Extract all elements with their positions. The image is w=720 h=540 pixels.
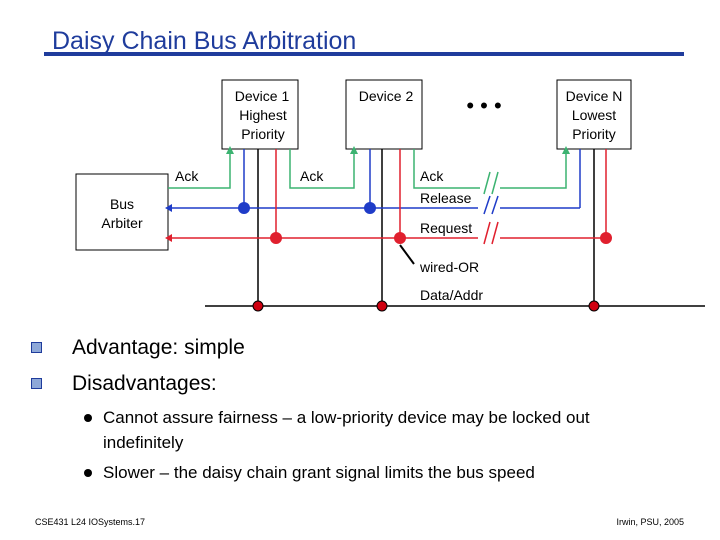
ack-arrow-2 <box>350 146 358 154</box>
request-break-marks <box>483 221 499 245</box>
request-node-1 <box>270 232 282 244</box>
release-break-marks <box>483 195 499 215</box>
ack-line-to-device-n <box>500 149 567 189</box>
ack-line-device-2-out <box>413 149 480 189</box>
ack-label-2: Ack <box>300 168 324 184</box>
footer-left: CSE431 L24 IOSystems.17 <box>35 517 146 527</box>
bus-node-n <box>588 300 600 312</box>
ack-line-device-1-to-device-2 <box>289 149 355 189</box>
ack-label-1: Ack <box>175 168 199 184</box>
device-1-box <box>221 79 299 150</box>
data-addr-label: Data/Addr <box>420 287 483 303</box>
ack-arrow-n <box>562 146 570 154</box>
bus-arbiter-box <box>75 173 169 251</box>
bullet-disadvantages: Disadvantages: <box>72 372 217 395</box>
device-n-label: Device N <box>566 88 623 104</box>
bullet-square-icon <box>31 378 42 389</box>
title-underline <box>44 52 684 56</box>
device-n-sublabel: Lowest <box>572 107 616 123</box>
request-node-n <box>600 232 612 244</box>
device-2-box <box>345 79 423 150</box>
ack-line-arbiter-to-device-1 <box>168 149 231 189</box>
bullet-square-icon <box>31 342 42 353</box>
ellipsis: • • • <box>466 93 501 118</box>
ack-label-3: Ack <box>420 168 444 184</box>
request-node-2 <box>394 232 406 244</box>
device-1-label: Device 1 <box>235 88 290 104</box>
request-label: Request <box>420 220 472 236</box>
device-n-box <box>556 79 632 150</box>
bus-node-2 <box>376 300 388 312</box>
subbullet-fairness: Cannot assure fairness – a low-priority … <box>103 405 703 455</box>
device-1-sublabel: Highest <box>239 107 287 123</box>
device-2-label: Device 2 <box>359 88 414 104</box>
bus-node-1 <box>252 300 264 312</box>
arbiter-label: Bus <box>110 196 134 212</box>
subbullet-slower: Slower – the daisy chain grant signal li… <box>103 463 535 482</box>
line-break-marks <box>483 171 499 195</box>
daisy-chain-diagram: Device 1 Highest Priority Device 2 • • •… <box>75 79 705 312</box>
subbullet-fairness-line-1: Cannot assure fairness – a low-priority … <box>103 408 590 427</box>
device-1-sublabel-2: Priority <box>241 126 285 142</box>
release-label: Release <box>420 190 472 206</box>
slide-title: Daisy Chain Bus Arbitration <box>52 27 357 55</box>
wired-or-pointer <box>399 244 415 265</box>
wired-or-label: wired-OR <box>419 259 479 275</box>
arbiter-sublabel: Arbiter <box>101 215 143 231</box>
subbullet-dot-icon <box>84 414 92 422</box>
subbullet-dot-icon <box>84 469 92 477</box>
bullet-advantage: Advantage: simple <box>72 336 245 359</box>
ack-arrow-1 <box>226 146 234 154</box>
device-n-sublabel-2: Priority <box>572 126 616 142</box>
footer-right: Irwin, PSU, 2005 <box>616 517 684 527</box>
subbullet-fairness-line-2: indefinitely <box>103 433 184 452</box>
release-arrow <box>165 204 172 212</box>
request-arrow <box>165 234 172 242</box>
